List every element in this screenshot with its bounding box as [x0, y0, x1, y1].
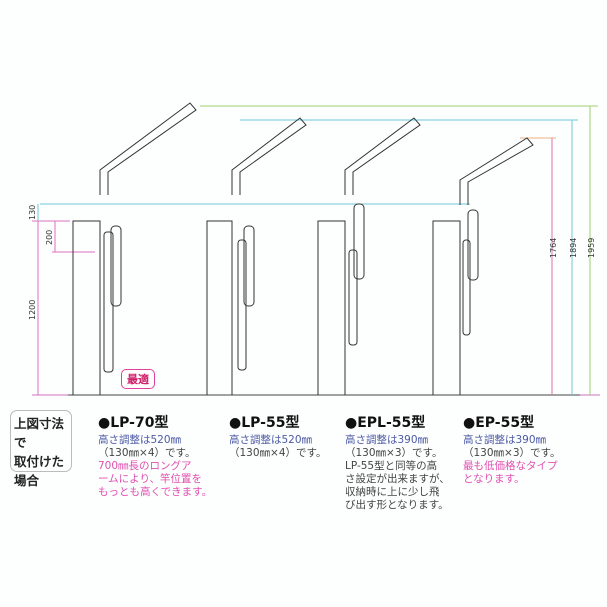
note-line: 上図寸法で [14, 416, 65, 450]
hanger-arm-raised [344, 117, 421, 195]
hanger-arm-folded [467, 209, 479, 281]
model-lp55: ●LP-55型 高さ調整は520㎜ （130㎜×4）です。 [229, 412, 349, 460]
epl55-unit [317, 117, 421, 395]
lp70-unit [72, 102, 197, 395]
note-line: 取付けた [14, 454, 65, 469]
wall [317, 220, 346, 395]
hanger-pole [462, 239, 471, 336]
model-desc: （130㎜×3）です。 [463, 447, 561, 459]
hanger-arm-folded [110, 225, 122, 307]
model-desc: 最も低価格なタイプ [463, 460, 558, 472]
model-desc: ームにより、竿位置を [98, 473, 203, 485]
model-desc: 高さ調整は520㎜ [229, 434, 313, 446]
model-desc: （130㎜×4）です。 [229, 447, 327, 459]
hanger-arm-raised [99, 102, 197, 195]
model-desc: （130㎜×4）です。 [98, 447, 196, 459]
note-line: 場合 [14, 473, 40, 488]
wall [432, 220, 461, 395]
hanger-arm-folded [353, 203, 365, 280]
hanger-pole [237, 239, 247, 371]
hanger-arm-raised [231, 117, 307, 195]
wall [206, 220, 233, 395]
model-desc: 高さ調整は390㎜ [463, 434, 547, 446]
model-epl55: ●EPL-55型 高さ調整は390㎜ （130㎜×3）です。 LP-55型と同等… [345, 412, 465, 512]
model-name: ●LP-55型 [229, 415, 300, 431]
model-desc: もっとも高くできます。 [98, 486, 213, 498]
dimension-note: 上図寸法で 取付けた 場合 [10, 410, 72, 488]
model-desc: 700㎜長のロングア [98, 460, 192, 472]
model-desc: LP-55型と同等の高 [345, 460, 438, 472]
model-name: ●EPL-55型 [345, 415, 426, 431]
model-desc: 高さ調整は390㎜ [345, 434, 429, 446]
lp55-unit [206, 117, 307, 395]
dim-1200: 1200 [28, 300, 37, 320]
dim-1894: 1894 [569, 238, 578, 258]
model-desc: となります。 [463, 473, 525, 485]
hanger-arm-folded [243, 225, 255, 307]
model-desc: （130㎜×3）です。 [345, 447, 443, 459]
dim-1959: 1959 [587, 238, 596, 258]
wall [72, 220, 101, 395]
ep55-unit [432, 137, 534, 395]
model-desc: 収納時に上に少し飛 [345, 486, 440, 498]
model-name: ●EP-55型 [463, 415, 535, 431]
model-lp70: ●LP-70型 高さ調整は520㎜ （130㎜×4）です。 700㎜長のロングア… [98, 412, 218, 499]
hanger-pole [103, 231, 114, 373]
dim-200: 200 [45, 230, 54, 245]
dim-130: 130 [28, 205, 37, 220]
optimal-badge: 最適 [121, 369, 155, 389]
model-desc: 高さ調整は520㎜ [98, 434, 182, 446]
hanger-pole [348, 249, 358, 346]
hanger-arm-raised [459, 137, 534, 205]
dim-1764: 1764 [549, 238, 558, 258]
model-desc: さ設定が出来ますが、 [345, 473, 450, 485]
model-ep55: ●EP-55型 高さ調整は390㎜ （130㎜×3）です。 最も低価格なタイプ … [463, 412, 583, 486]
model-desc: び出す形となります。 [345, 499, 449, 511]
model-name: ●LP-70型 [98, 415, 169, 431]
